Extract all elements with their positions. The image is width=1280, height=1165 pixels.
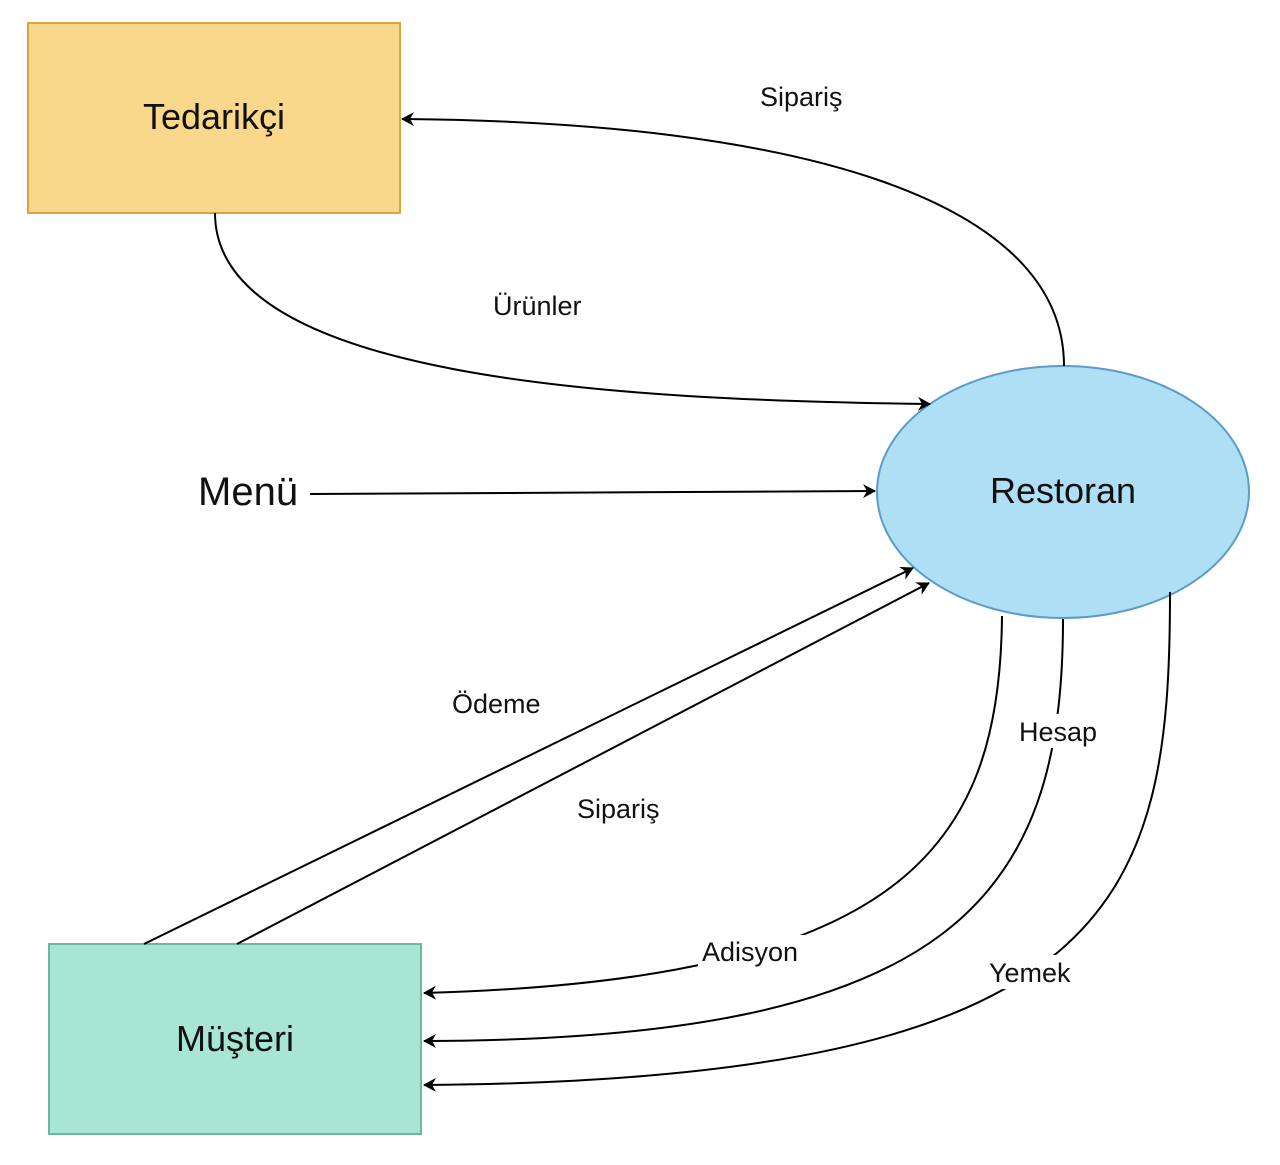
edge-restoran-to-musteri-hesap[interactable] xyxy=(423,618,1064,1048)
edge-label-adisyon: Adisyon xyxy=(702,937,798,967)
edge-restoran-to-tedarikci[interactable] xyxy=(401,112,1065,367)
edge-menu-to-restoran[interactable] xyxy=(309,484,876,499)
edge-label-yemek: Yemek xyxy=(989,958,1071,988)
menu-label: Menü xyxy=(198,470,298,514)
edge-musteri-to-restoran-siparis[interactable] xyxy=(236,582,930,945)
hesap-label-bg xyxy=(1016,714,1112,748)
edge-label-hesap: Hesap xyxy=(1019,717,1097,747)
edge-label-urunler: Ürünler xyxy=(493,291,582,321)
adisyon-label-bg xyxy=(698,935,814,969)
yemek-label-bg xyxy=(986,955,1084,989)
node-restoran[interactable]: Restoran xyxy=(876,365,1250,619)
edge-label-siparis-top: Sipariş xyxy=(760,82,843,112)
restoran-label: Restoran xyxy=(990,470,1136,511)
node-tedarikci[interactable]: Tedarikçi xyxy=(27,22,401,214)
tedarikci-label: Tedarikçi xyxy=(143,96,285,137)
edge-restoran-to-musteri-adisyon[interactable] xyxy=(423,615,1003,1000)
edge-tedarikci-to-restoran[interactable] xyxy=(214,212,931,411)
node-musteri[interactable]: Müşteri xyxy=(48,943,422,1135)
edge-label-odeme: Ödeme xyxy=(452,689,541,719)
musteri-box xyxy=(48,943,422,1135)
musteri-label: Müşteri xyxy=(176,1018,294,1059)
tedarikci-box xyxy=(27,22,401,214)
edge-label-siparis-bottom: Sipariş xyxy=(577,794,660,824)
edge-musteri-to-restoran-odeme[interactable] xyxy=(143,566,914,945)
edge-restoran-to-musteri-yemek[interactable] xyxy=(423,591,1171,1092)
